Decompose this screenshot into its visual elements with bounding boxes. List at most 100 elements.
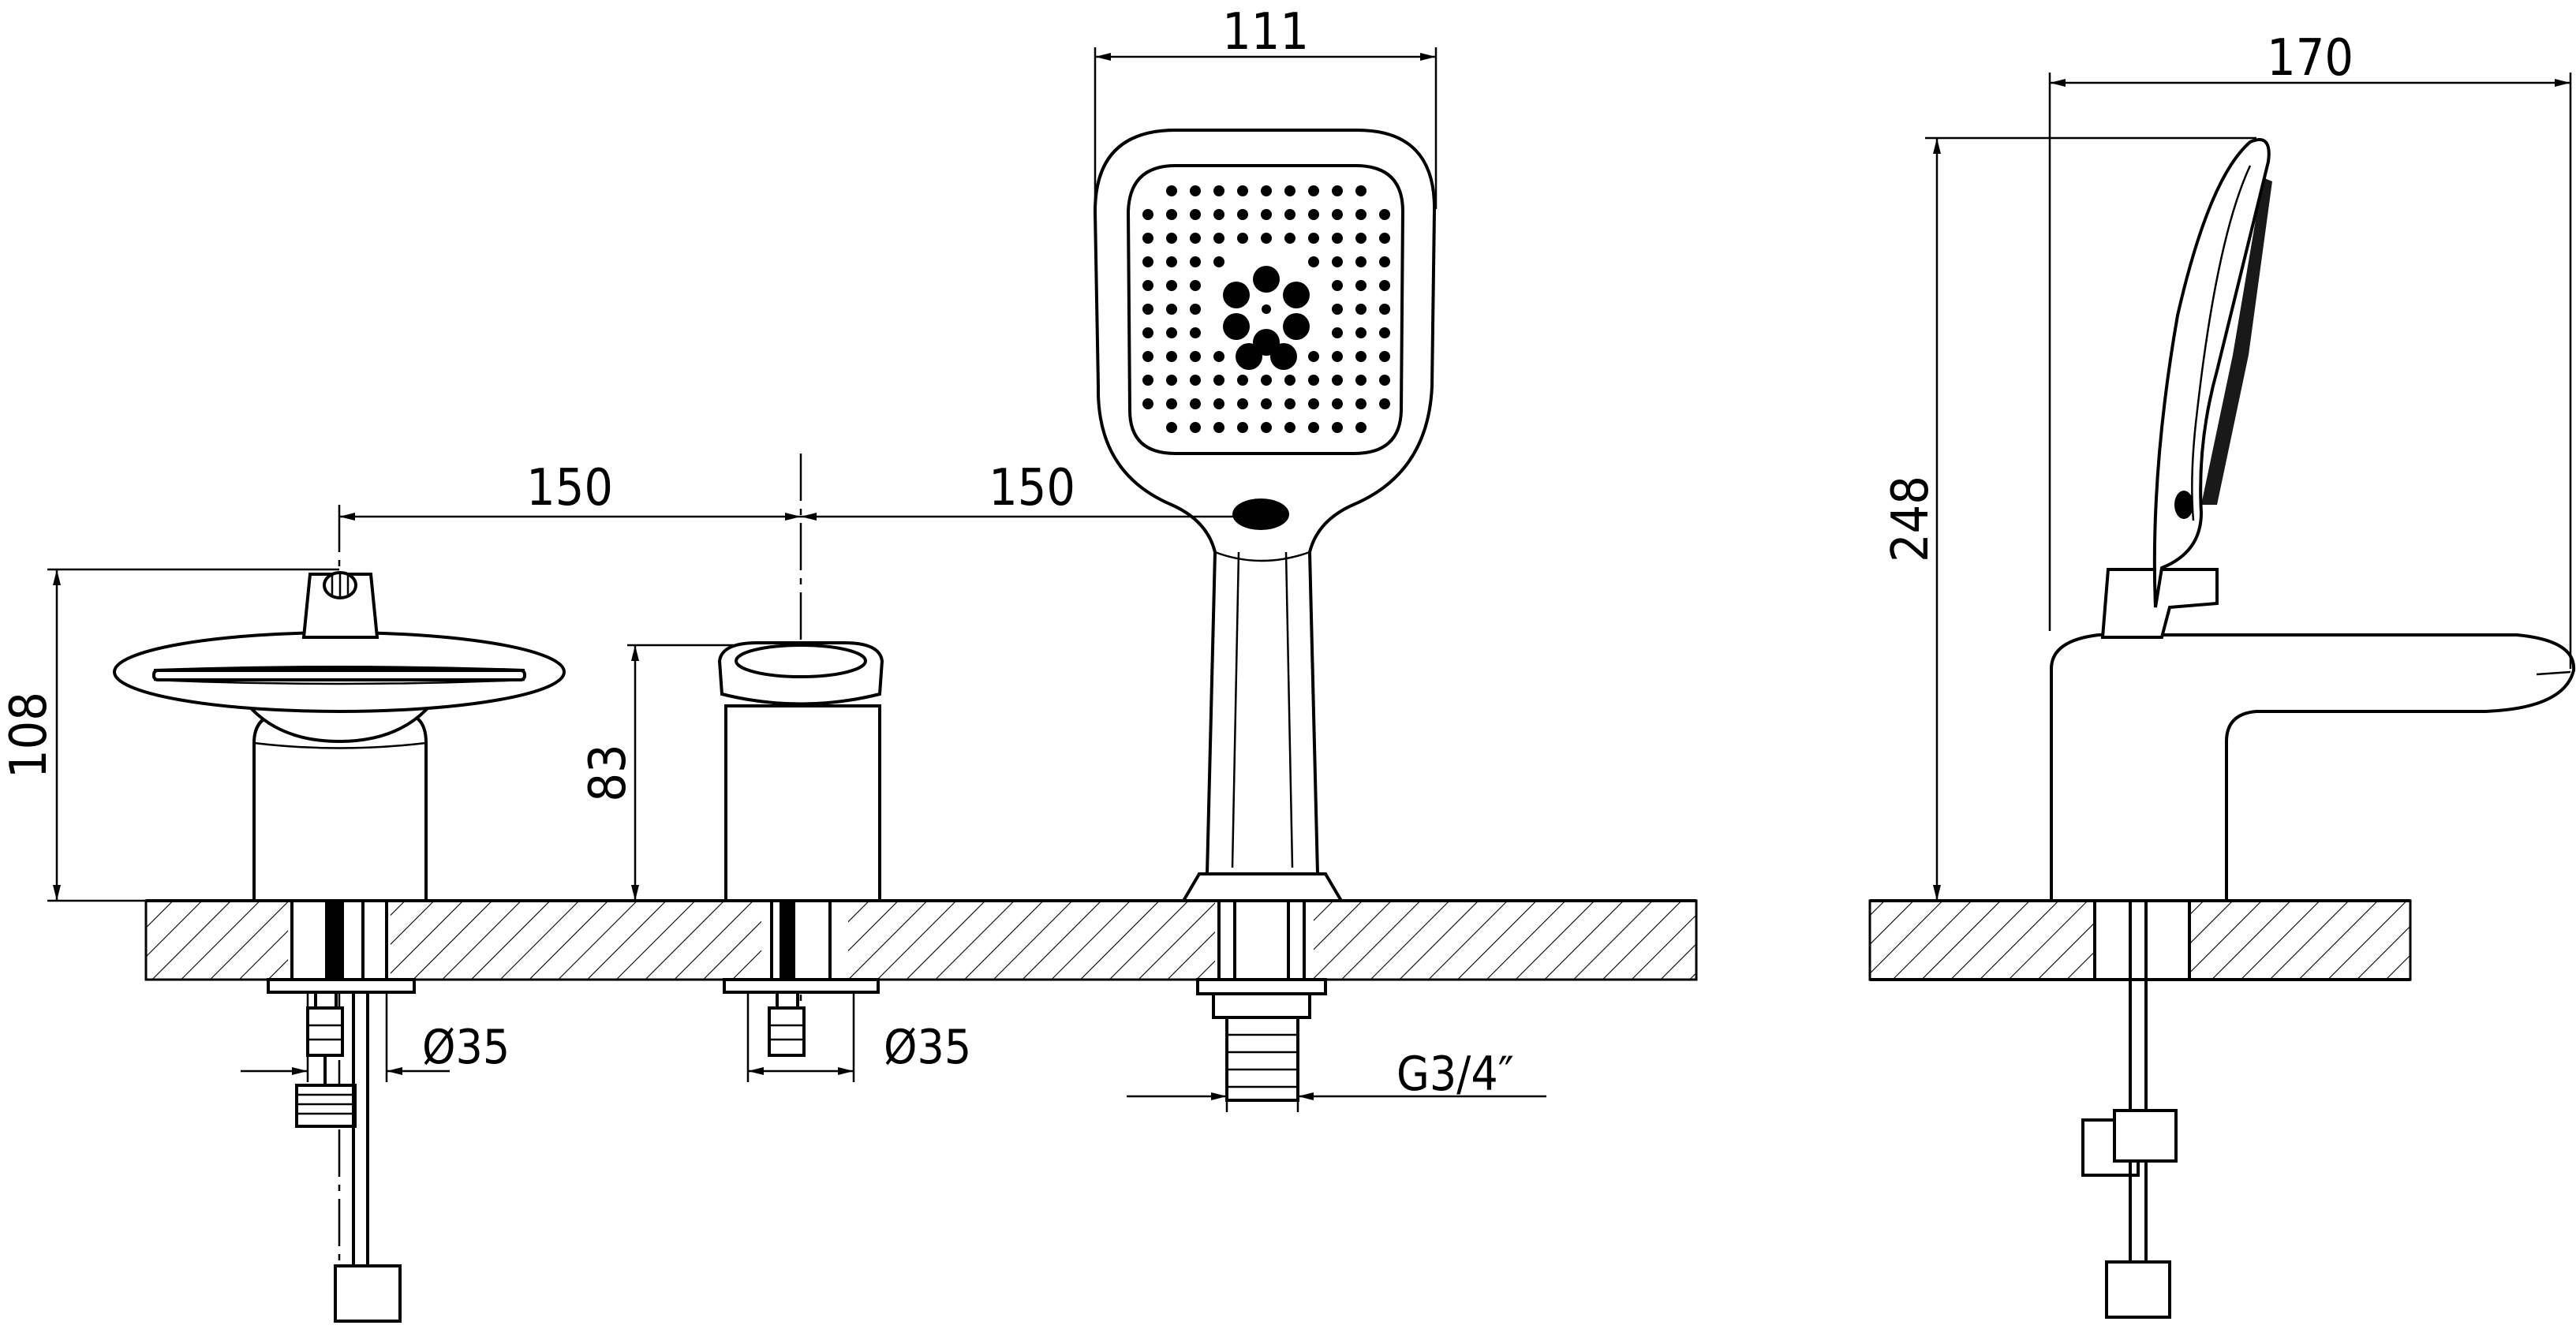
- dimension-spacing-left: 150: [526, 459, 613, 517]
- spray-nozzle-large: [1283, 313, 1310, 340]
- spray-nozzle: [1261, 375, 1272, 386]
- spray-nozzle-large: [1223, 282, 1250, 308]
- spray-nozzle: [1332, 327, 1343, 338]
- spray-nozzle: [1213, 375, 1224, 386]
- spray-nozzle: [1308, 398, 1319, 409]
- spray-nozzle: [1379, 304, 1390, 315]
- spray-nozzle: [1355, 351, 1367, 362]
- spray-nozzle: [1190, 209, 1201, 220]
- spray-nozzle: [1332, 351, 1343, 362]
- spray-nozzle: [1142, 256, 1153, 267]
- spray-nozzle-large: [1270, 343, 1297, 370]
- dimension-spacing-right: 150: [989, 459, 1075, 517]
- hand-shower: [1093, 129, 1437, 1102]
- spray-nozzle: [1332, 280, 1343, 291]
- side-view: [1868, 138, 2576, 1319]
- spray-nozzle: [1213, 185, 1224, 196]
- spray-nozzle: [1355, 233, 1367, 244]
- dimension-side-depth: 170: [2267, 29, 2354, 88]
- spray-nozzle: [1166, 256, 1177, 267]
- spray-nozzle-large: [1283, 282, 1310, 308]
- spray-nozzle: [1355, 256, 1367, 267]
- spray-nozzle: [1166, 375, 1177, 386]
- spray-nozzle: [1142, 375, 1153, 386]
- spray-nozzle: [1355, 398, 1367, 409]
- spray-nozzle: [1332, 233, 1343, 244]
- spray-nozzles: [1142, 185, 1390, 433]
- spray-nozzle-large: [1253, 266, 1280, 293]
- cascade-spout: [113, 505, 566, 1323]
- dimension-bore-middle: Ø35: [884, 1020, 971, 1075]
- spray-nozzle: [1355, 375, 1367, 386]
- spray-nozzle: [1261, 233, 1272, 244]
- spray-nozzle: [1142, 327, 1153, 338]
- spray-nozzle: [1237, 422, 1248, 433]
- spray-nozzle: [1284, 209, 1295, 220]
- spray-nozzle: [1379, 280, 1390, 291]
- dimension-lines: [47, 47, 2572, 1112]
- spray-nozzle: [1190, 233, 1201, 244]
- spray-nozzle: [1142, 280, 1153, 291]
- spray-nozzle: [1166, 209, 1177, 220]
- dimension-connection-thread: G3/4″: [1396, 1047, 1514, 1102]
- spray-nozzle: [1142, 233, 1153, 244]
- spray-nozzle: [1261, 185, 1272, 196]
- spray-nozzle: [1237, 209, 1248, 220]
- spray-nozzle: [1308, 209, 1319, 220]
- spray-nozzle: [1190, 375, 1201, 386]
- spray-nozzle: [1142, 351, 1153, 362]
- spray-nozzle: [1379, 351, 1390, 362]
- spray-nozzle: [1284, 398, 1295, 409]
- spray-nozzle: [1284, 233, 1295, 244]
- spray-nozzle: [1213, 209, 1224, 220]
- spray-nozzle: [1379, 327, 1390, 338]
- spray-nozzle: [1332, 256, 1343, 267]
- spray-nozzle: [1190, 422, 1201, 433]
- spray-nozzle: [1166, 304, 1177, 315]
- spray-nozzle-center: [1262, 304, 1271, 314]
- spray-nozzle: [1332, 398, 1343, 409]
- spray-nozzle: [1166, 398, 1177, 409]
- spray-nozzle: [1166, 280, 1177, 291]
- spray-nozzle: [1284, 185, 1295, 196]
- spray-nozzle: [1237, 375, 1248, 386]
- spray-nozzle: [1355, 327, 1367, 338]
- spray-nozzle: [1284, 422, 1295, 433]
- spray-nozzle: [1237, 185, 1248, 196]
- spray-nozzle: [1190, 327, 1201, 338]
- spray-nozzle: [1308, 185, 1319, 196]
- spray-nozzle: [1213, 351, 1224, 362]
- spray-nozzle: [1190, 351, 1201, 362]
- spray-nozzle: [1213, 256, 1224, 267]
- spray-nozzle: [1261, 398, 1272, 409]
- dimension-spout-height: 108: [0, 692, 58, 778]
- spray-nozzle: [1332, 304, 1343, 315]
- spray-nozzle: [1190, 280, 1201, 291]
- spray-nozzle: [1379, 233, 1390, 244]
- spray-nozzle: [1213, 422, 1224, 433]
- spray-nozzle: [1166, 185, 1177, 196]
- spray-nozzle: [1308, 256, 1319, 267]
- spray-nozzle: [1379, 209, 1390, 220]
- spray-nozzle: [1213, 233, 1224, 244]
- diverter-handle: [717, 454, 884, 1057]
- spray-nozzle: [1355, 304, 1367, 315]
- spray-nozzle: [1142, 304, 1153, 315]
- spray-nozzle: [1261, 422, 1272, 433]
- spray-nozzle: [1308, 375, 1319, 386]
- spray-nozzle: [1379, 375, 1390, 386]
- spray-nozzle: [1213, 398, 1224, 409]
- spray-nozzle: [1355, 280, 1367, 291]
- spray-nozzle-large: [1236, 343, 1262, 370]
- spray-nozzle: [1355, 422, 1367, 433]
- spray-nozzle: [1190, 256, 1201, 267]
- spray-nozzle: [1355, 209, 1367, 220]
- spray-nozzle: [1237, 233, 1248, 244]
- spray-nozzle: [1379, 256, 1390, 267]
- spray-nozzle: [1166, 327, 1177, 338]
- spray-nozzle: [1142, 398, 1153, 409]
- dimension-handle-height: 83: [579, 744, 637, 801]
- spray-nozzle: [1332, 209, 1343, 220]
